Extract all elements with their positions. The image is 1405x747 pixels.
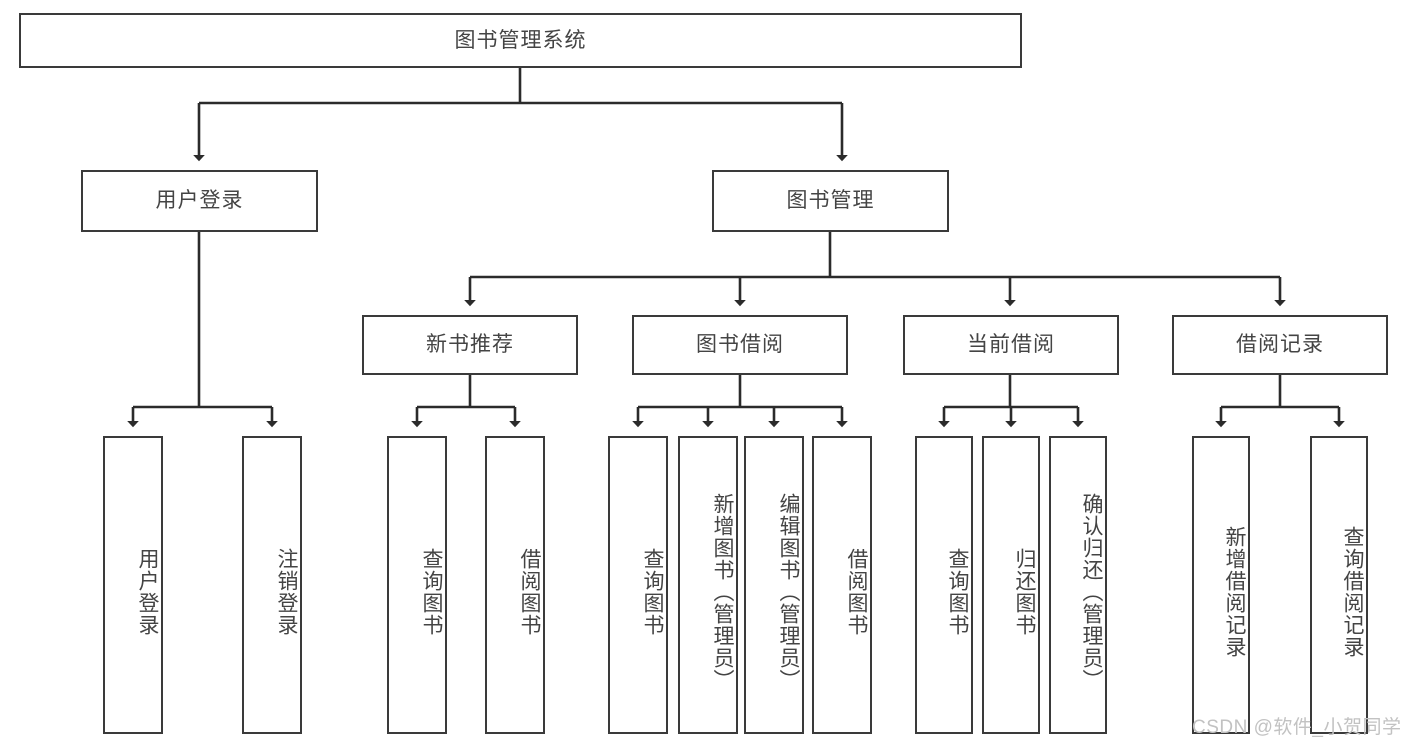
csdn-watermark: CSDN @软件_小贺同学 [1192,717,1402,738]
node-label: 编辑图书（管理员） [777,493,800,691]
node-label: 归还图书 [1013,548,1036,636]
node-label: 查询图书 [946,548,969,636]
node-leaf-user-login[interactable]: 用户登录 [103,436,163,734]
node-borrow-record[interactable]: 借阅记录 [1172,315,1388,375]
node-label: 当前借阅 [967,333,1055,357]
node-current-borrow[interactable]: 当前借阅 [903,315,1119,375]
node-label: 用户登录 [136,548,159,636]
node-user-login[interactable]: 用户登录 [81,170,318,232]
node-leaf-borrow-book[interactable]: 借阅图书 [812,436,872,734]
node-leaf-query-borrow-record[interactable]: 查询借阅记录 [1310,436,1368,734]
node-label: 查询图书 [420,548,443,636]
node-leaf-logout[interactable]: 注销登录 [242,436,302,734]
node-root-system[interactable]: 图书管理系统 [19,13,1022,68]
node-label: 图书借阅 [696,333,784,357]
node-label: 查询图书 [641,548,664,636]
node-leaf-query-book-current[interactable]: 查询图书 [915,436,973,734]
node-leaf-borrow-book-recommend[interactable]: 借阅图书 [485,436,545,734]
node-label: 借阅图书 [518,548,541,636]
node-leaf-add-book-admin[interactable]: 新增图书（管理员） [678,436,738,734]
node-leaf-query-book[interactable]: 查询图书 [608,436,668,734]
node-label: 用户登录 [155,189,244,213]
node-label: 借阅图书 [845,548,868,636]
node-leaf-add-borrow-record[interactable]: 新增借阅记录 [1192,436,1250,734]
node-leaf-confirm-return-admin[interactable]: 确认归还（管理员） [1049,436,1107,734]
node-label: 新增借阅记录 [1223,526,1246,658]
node-label: 图书管理系统 [454,28,587,52]
node-leaf-edit-book-admin[interactable]: 编辑图书（管理员） [744,436,804,734]
node-leaf-return-book[interactable]: 归还图书 [982,436,1040,734]
node-label: 查询借阅记录 [1341,526,1364,658]
node-book-management[interactable]: 图书管理 [712,170,949,232]
node-label: 注销登录 [275,548,298,636]
node-book-borrow[interactable]: 图书借阅 [632,315,848,375]
node-label: 借阅记录 [1236,333,1324,357]
node-leaf-query-book-recommend[interactable]: 查询图书 [387,436,447,734]
node-new-book-recommend[interactable]: 新书推荐 [362,315,578,375]
node-label: 确认归还（管理员） [1080,493,1103,691]
node-label: 新增图书（管理员） [711,493,734,691]
node-label: 新书推荐 [426,333,514,357]
node-label: 图书管理 [786,189,875,213]
